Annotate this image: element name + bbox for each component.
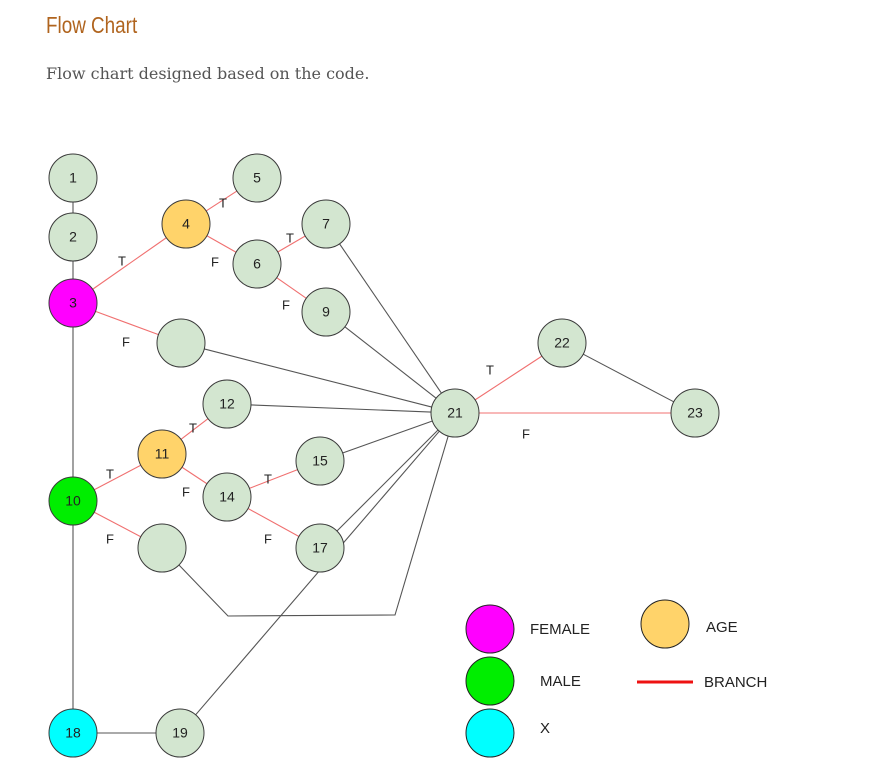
node-4 xyxy=(161,199,211,249)
legend-male-swatch xyxy=(465,656,515,706)
node-15 xyxy=(295,436,345,486)
edge-12-to-21 xyxy=(250,404,432,413)
edge-14-to-17 xyxy=(247,508,300,537)
branch-label-f: F xyxy=(282,297,290,312)
legend-female-swatch xyxy=(465,604,515,654)
node-17 xyxy=(295,523,345,573)
page-subtitle: Flow chart designed based on the code. xyxy=(46,64,370,83)
node-15-label: 15 xyxy=(312,453,328,469)
edge-4-to-6 xyxy=(206,235,237,253)
edge-17-to-21 xyxy=(336,429,439,532)
edge-7-to-21 xyxy=(339,243,442,394)
legend-female-label: FEMALE xyxy=(530,621,590,638)
node-21-label: 21 xyxy=(447,405,463,421)
edge-B-to-21 xyxy=(178,435,449,617)
legend-x-label: X xyxy=(540,720,550,737)
edge-10-to-B xyxy=(93,511,142,538)
legend: FEMALE MALE X AGE BRANCH xyxy=(465,599,767,758)
node-14-label: 14 xyxy=(219,489,235,505)
page-title: Flow Chart xyxy=(46,12,138,38)
branch-label-t: T xyxy=(106,466,114,481)
node-2 xyxy=(48,212,98,262)
edge-6-to-7 xyxy=(277,235,306,253)
node-18-label: 18 xyxy=(65,725,81,741)
node-9-label: 9 xyxy=(322,304,330,320)
branch-label-f: F xyxy=(211,254,219,269)
node-22-label: 22 xyxy=(554,335,570,351)
node-1-label: 1 xyxy=(69,170,77,186)
node-23 xyxy=(670,388,720,438)
branch-label-t: T xyxy=(189,420,197,435)
node-17-label: 17 xyxy=(312,540,328,556)
node-2-label: 2 xyxy=(69,229,77,245)
edge-10-to-11 xyxy=(93,464,142,491)
node-4-label: 4 xyxy=(182,216,190,232)
node-19-label: 19 xyxy=(172,725,188,741)
node-9 xyxy=(301,287,351,337)
branch-label-f: F xyxy=(522,426,530,441)
node-1 xyxy=(48,153,98,203)
edge-21-to-22 xyxy=(474,355,543,401)
node-11-label: 11 xyxy=(155,446,170,462)
node-3 xyxy=(48,278,98,328)
edge-A-to-21 xyxy=(204,348,432,408)
node-11 xyxy=(137,429,187,479)
node-12 xyxy=(202,379,252,429)
node-14 xyxy=(202,472,252,522)
edge-6-to-9 xyxy=(276,277,307,299)
node-18 xyxy=(48,708,98,758)
node-7 xyxy=(301,199,351,249)
edge-15-to-21 xyxy=(342,420,433,454)
edge-22-to-23 xyxy=(582,353,675,403)
node-10 xyxy=(48,476,98,526)
branch-label-f: F xyxy=(106,531,114,546)
node-19 xyxy=(155,708,205,758)
legend-age-swatch xyxy=(640,599,690,649)
edge-19-to-21 xyxy=(195,430,440,716)
node-6-label: 6 xyxy=(253,256,261,272)
legend-age-label: AGE xyxy=(706,619,738,636)
node-10-label: 10 xyxy=(65,493,81,509)
branch-label-f: F xyxy=(122,334,130,349)
edge-4-to-5 xyxy=(205,190,238,212)
edge-3-to-4 xyxy=(92,237,167,290)
branch-label-f: F xyxy=(264,531,272,546)
node-22 xyxy=(537,318,587,368)
node-23-label: 23 xyxy=(687,405,703,421)
node-5 xyxy=(232,153,282,203)
branch-label-t: T xyxy=(264,471,272,486)
node-12-label: 12 xyxy=(219,396,235,412)
node-7-label: 7 xyxy=(322,216,330,232)
node-6 xyxy=(232,239,282,289)
edges-layer: T F T F T F T F T F T F T F xyxy=(72,190,675,734)
branch-label-f: F xyxy=(182,484,190,499)
node-unlabeled xyxy=(156,318,206,368)
edge-14-to-15 xyxy=(249,469,298,489)
node-5-label: 5 xyxy=(253,170,261,186)
edge-3-to-A xyxy=(95,310,159,336)
legend-branch-label: BRANCH xyxy=(704,674,767,691)
node-21 xyxy=(430,388,480,438)
legend-male-label: MALE xyxy=(540,673,581,690)
edge-9-to-21 xyxy=(344,326,437,399)
edge-11-to-12 xyxy=(180,418,209,440)
branch-label-t: T xyxy=(118,253,126,268)
branch-label-t: T xyxy=(286,230,294,245)
branch-label-t: T xyxy=(486,362,494,377)
branch-label-t: T xyxy=(219,195,227,210)
edge-11-to-14 xyxy=(181,466,208,485)
legend-x-swatch xyxy=(465,708,515,758)
node-3-label: 3 xyxy=(69,295,77,311)
node-unlabeled xyxy=(137,523,187,573)
